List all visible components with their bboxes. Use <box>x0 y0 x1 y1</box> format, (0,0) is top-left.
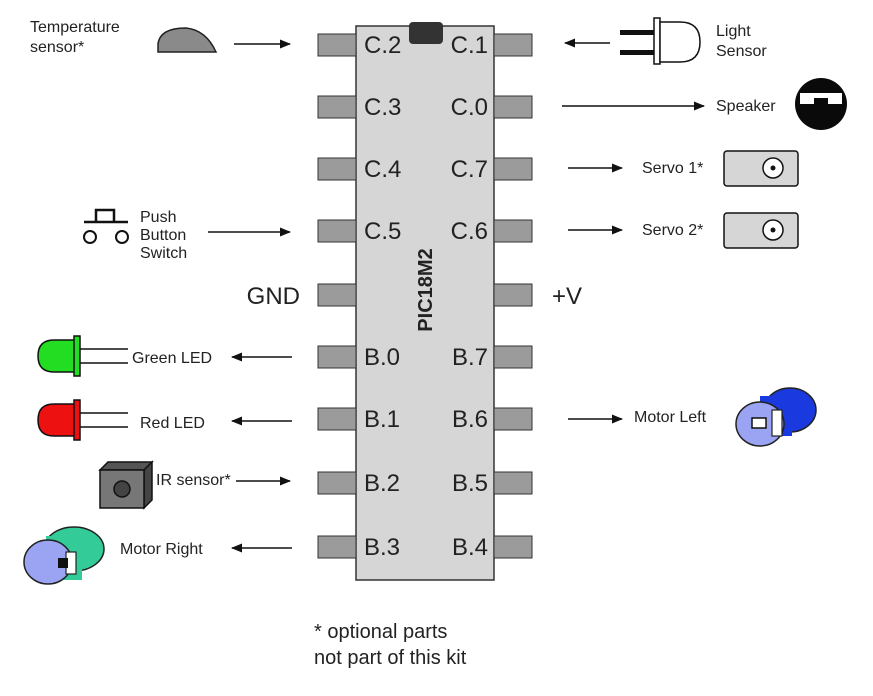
pin-label-b3: B.3 <box>364 534 400 561</box>
servo-1-icon <box>723 150 799 187</box>
pin-label-c6: C.6 <box>451 218 488 245</box>
pin-label-b7: B.7 <box>452 344 488 371</box>
light-sensor-label-line2: Sensor <box>716 43 767 60</box>
temperature-sensor-label-line1: Temperature <box>30 19 120 36</box>
push-button-label-line1: Push <box>140 209 176 226</box>
footnote-line1: * optional parts <box>314 621 447 643</box>
pin-left-2 <box>317 95 357 119</box>
pin-label-b6: B.6 <box>452 406 488 433</box>
chip-name: PIC18M2 <box>415 248 437 331</box>
pin-label-b1: B.1 <box>364 406 400 433</box>
pin-left-6 <box>317 345 357 369</box>
motor-left-hub <box>771 409 783 437</box>
pin-label-c2: C.2 <box>364 32 401 59</box>
push-button-label-line3: Switch <box>140 245 187 262</box>
motor-right-axle <box>58 558 68 568</box>
footnote-line2: not part of this kit <box>314 647 467 669</box>
pin-right-3 <box>493 157 533 181</box>
pin-right-8 <box>493 471 533 495</box>
red-led-rim <box>73 399 81 441</box>
motor-right-label: Motor Right <box>120 541 203 558</box>
servo-2-icon <box>723 212 799 249</box>
pin-label-b5: B.5 <box>452 470 488 497</box>
pin-label-b0: B.0 <box>364 344 400 371</box>
pin-left-3 <box>317 157 357 181</box>
pin-right-1 <box>493 33 533 57</box>
motor-left-axle <box>751 417 767 429</box>
pin-left-8 <box>317 471 357 495</box>
pin-right-9 <box>493 535 533 559</box>
pin-label-c5: C.5 <box>364 218 401 245</box>
green-led-rim <box>73 335 81 377</box>
speaker-label: Speaker <box>716 98 776 115</box>
light-sensor-label-line1: Light <box>716 23 751 40</box>
green-led: Green LED <box>37 335 292 377</box>
light-sensor-icon <box>659 21 701 63</box>
chip-body <box>355 25 495 581</box>
pic-chip: PIC18M2 C.2 C.3 C.4 C.5 B.0 B.1 B.2 B.3 … <box>247 22 582 581</box>
light-sensor-rim <box>653 17 661 65</box>
pin-label-b2: B.2 <box>364 470 400 497</box>
chip-notch <box>409 22 443 44</box>
light-sensor-lead-top <box>620 30 654 35</box>
ir-sensor-side <box>143 460 153 510</box>
switch-contact-right <box>115 230 129 244</box>
speaker: Speaker <box>562 78 847 130</box>
red-led: Red LED <box>37 399 292 441</box>
servo-1: Servo 1* <box>568 150 799 187</box>
temperature-sensor-icon <box>157 27 218 53</box>
speaker-cone <box>814 98 828 106</box>
servo-2-horn-center <box>770 227 776 233</box>
pin-right-5 <box>493 283 533 307</box>
pin-label-c1: C.1 <box>451 32 488 59</box>
pin-right-6 <box>493 345 533 369</box>
push-button-icon <box>84 208 128 224</box>
motor-left-label: Motor Left <box>634 409 707 426</box>
pin-left-7 <box>317 407 357 431</box>
servo-2: Servo 2* <box>568 212 799 249</box>
servo-1-horn-center <box>770 165 776 171</box>
ir-sensor-label: IR sensor* <box>156 472 231 489</box>
pin-left-5 <box>317 283 357 307</box>
pin-label-c3: C.3 <box>364 94 401 121</box>
red-led-icon <box>37 403 77 437</box>
pin-label-c7: C.7 <box>451 156 488 183</box>
motor-left: Motor Left <box>568 387 817 447</box>
pin-left-4 <box>317 219 357 243</box>
servo-2-label: Servo 2* <box>642 222 703 239</box>
pin-label-b4: B.4 <box>452 534 488 561</box>
push-button-switch: Push Button Switch <box>83 208 292 262</box>
pin-label-gnd: GND <box>247 283 300 310</box>
green-led-icon <box>37 339 77 373</box>
motor-right: Motor Right <box>23 526 292 585</box>
temperature-sensor-label-line2: sensor* <box>30 39 84 56</box>
light-sensor: Light Sensor <box>563 17 767 65</box>
pin-label-c0: C.0 <box>451 94 488 121</box>
push-button-label-line2: Button <box>140 227 186 244</box>
red-led-label: Red LED <box>140 415 205 432</box>
light-sensor-lead-bottom <box>620 50 654 55</box>
pin-left-9 <box>317 535 357 559</box>
pin-right-7 <box>493 407 533 431</box>
pin-label-c4: C.4 <box>364 156 401 183</box>
temperature-sensor: Temperature sensor* <box>30 19 292 56</box>
ir-sensor-lens <box>113 480 131 498</box>
switch-contact-left <box>83 230 97 244</box>
green-led-label: Green LED <box>132 350 212 367</box>
pin-left-1 <box>317 33 357 57</box>
ir-sensor: IR sensor* <box>98 460 292 510</box>
pin-label-vplus: +V <box>552 283 582 310</box>
pin-right-4 <box>493 219 533 243</box>
pin-right-2 <box>493 95 533 119</box>
servo-1-label: Servo 1* <box>642 160 703 177</box>
